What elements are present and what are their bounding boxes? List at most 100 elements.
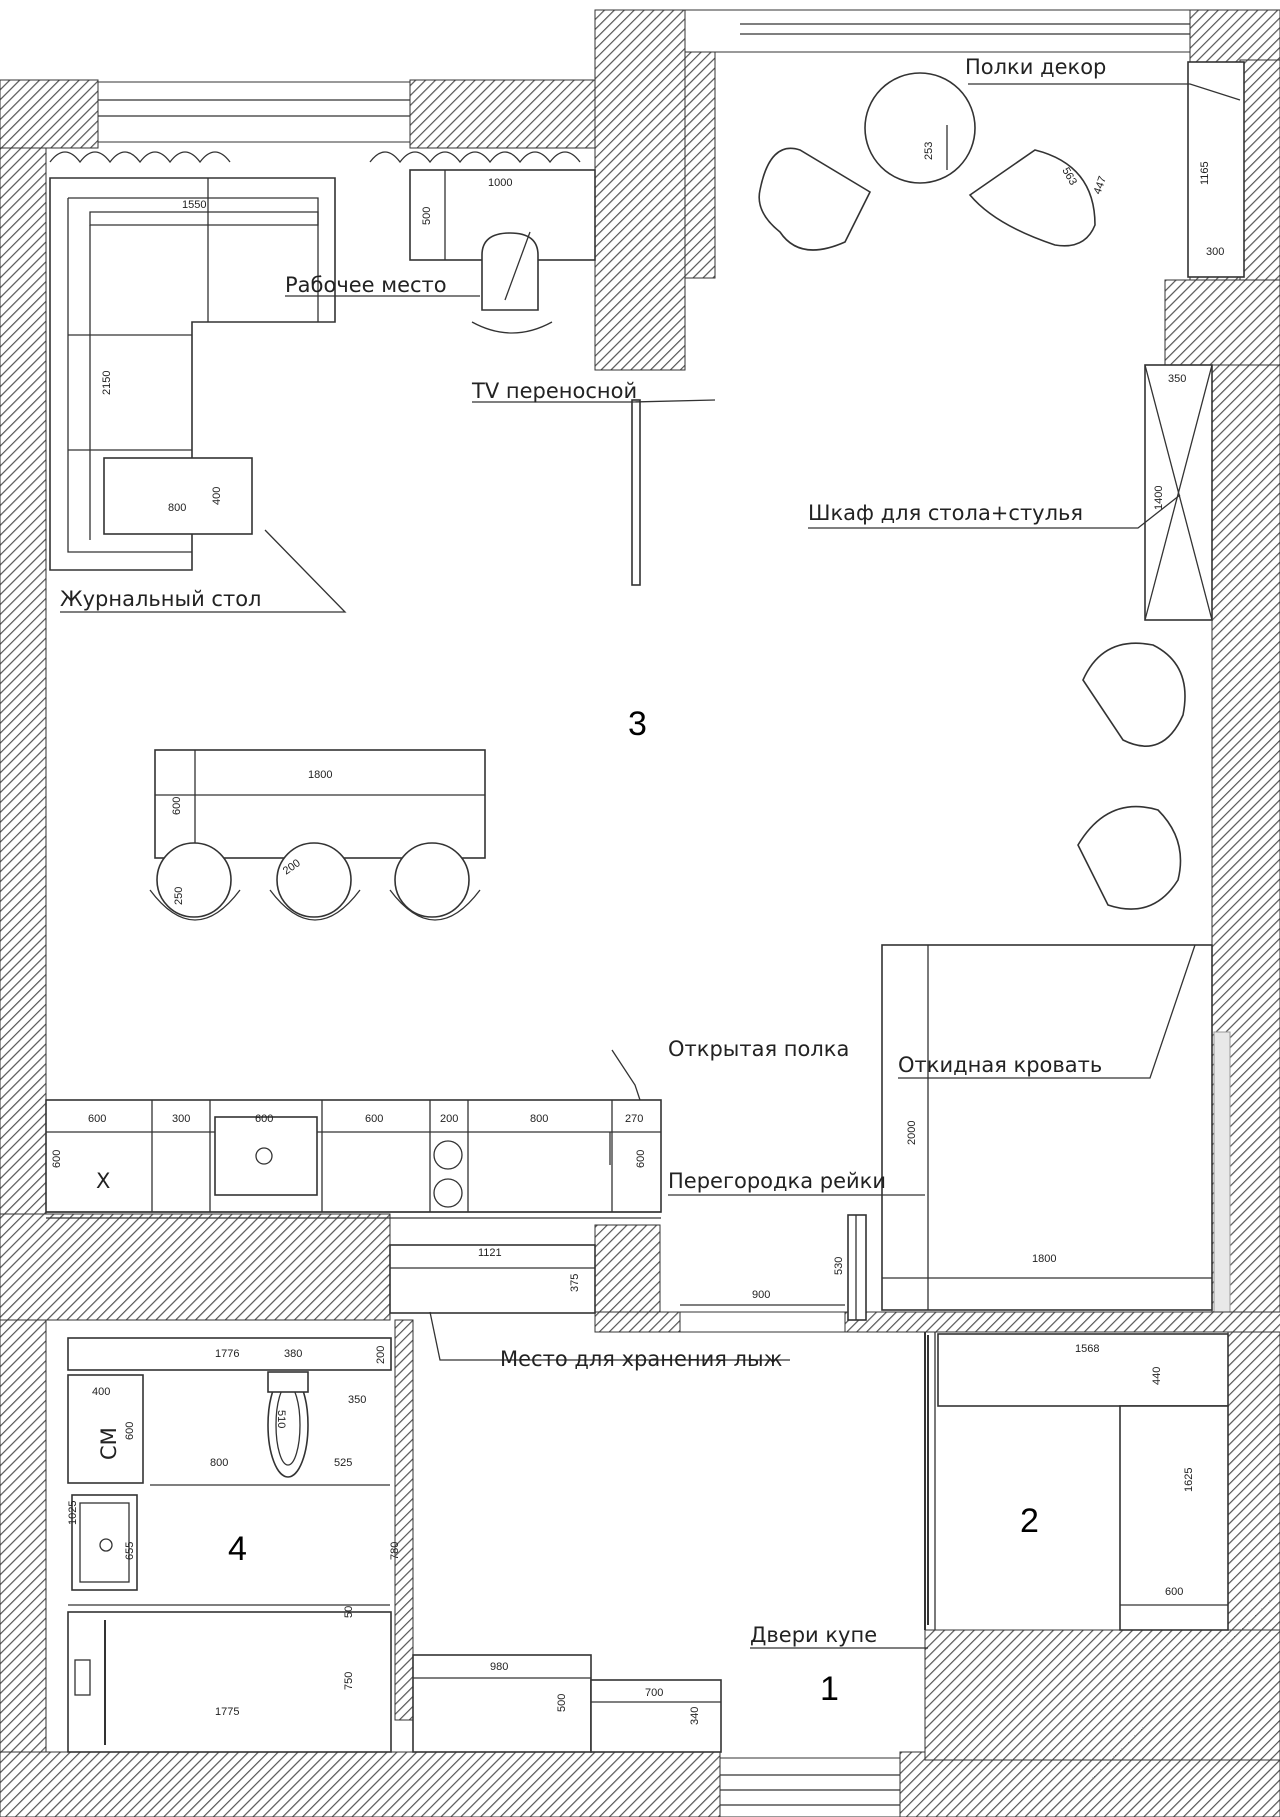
bath-toilet-width: 380 (284, 1348, 302, 1360)
room-number-3: 3 (628, 705, 647, 743)
kitchen-dim-3: 600 (255, 1113, 273, 1125)
tv-portable (631, 399, 641, 586)
kitchen-sink (214, 1116, 318, 1196)
label-wardrobe: Шкаф для стола+стулья (808, 501, 1083, 525)
wall-bottom-left (0, 1751, 721, 1817)
coffee-table-width: 800 (168, 502, 186, 514)
bed2-440: 440 (1151, 1367, 1163, 1385)
kitchen-depth-left: 600 (51, 1150, 63, 1168)
kitchen-dim-6: 800 (530, 1113, 548, 1125)
label-open-shelf: Открытая полка (668, 1037, 849, 1061)
bath-780: 780 (389, 1542, 401, 1560)
bar-stools (149, 842, 481, 921)
wall-top-mid (409, 79, 596, 149)
chair-wall-2 (1077, 805, 1182, 910)
wall-projection-inner (684, 47, 716, 279)
room-number-4: 4 (228, 1530, 247, 1568)
window-top-left (97, 81, 411, 143)
label-rail-partition: Перегородка рейки (668, 1169, 886, 1193)
chair-top-right (968, 149, 1096, 247)
entrance-door (719, 1757, 901, 1817)
bar-counter (154, 749, 486, 859)
sofa-width: 1550 (182, 199, 206, 211)
sink-drain (255, 1147, 273, 1165)
wall-right-upper (1239, 59, 1280, 296)
hob-burner-2 (433, 1178, 463, 1208)
bar-stool-2 (276, 842, 352, 918)
bar-stool-1 (156, 842, 232, 918)
wall-left (0, 79, 47, 1817)
wall-bath-right (394, 1319, 414, 1721)
kitchen-dim-7: 270 (625, 1113, 643, 1125)
label-workplace: Рабочее место (285, 273, 447, 297)
bath-wm-height: 600 (124, 1422, 136, 1440)
bath-350: 350 (348, 1394, 366, 1406)
decor-shelves (1187, 61, 1245, 278)
chair-size-b: 447 (1092, 175, 1110, 196)
kitchen-dim-5: 200 (440, 1113, 458, 1125)
bedroom-furniture (937, 1333, 1229, 1631)
coffee-table (103, 457, 253, 535)
ski-depth: 375 (569, 1274, 581, 1292)
label-tv: TV переносной (471, 379, 637, 403)
folding-bed (881, 944, 1213, 1311)
bath-800: 800 (210, 1457, 228, 1469)
label-sliding-doors: Двери купе (750, 1623, 877, 1647)
bar-stool-3 (394, 842, 470, 918)
ski-width: 1121 (478, 1247, 502, 1259)
sofa-length: 2150 (101, 371, 113, 395)
partition-height: 530 (833, 1257, 845, 1275)
bar-width: 1800 (308, 769, 332, 781)
label-ski-storage: Место для хранения лыж (500, 1347, 783, 1371)
bath-525: 525 (334, 1457, 352, 1469)
hall-340: 340 (689, 1707, 701, 1725)
bath-top-shelf (67, 1337, 392, 1371)
label-shelves-decor: Полки декор (965, 55, 1106, 79)
walls (0, 9, 1280, 1817)
bed-width: 1800 (1032, 1253, 1056, 1265)
curtains (49, 151, 581, 164)
desk-width: 1000 (488, 177, 512, 189)
opening-width: 900 (752, 1289, 770, 1301)
wall-bedroom-bottom (924, 1629, 1280, 1761)
round-table-size: 253 (923, 142, 935, 160)
window-top-right (684, 9, 1191, 53)
bath-tub-length: 1775 (215, 1706, 239, 1718)
wall-right-pier (1164, 279, 1280, 366)
bar-depth: 600 (171, 797, 183, 815)
chair-top-left (758, 147, 872, 251)
washing-machine (67, 1374, 144, 1484)
bed2-1625: 1625 (1183, 1468, 1195, 1492)
bathroom-fixtures (67, 1337, 392, 1753)
hall-980: 980 (490, 1661, 508, 1673)
bath-50: 50 (343, 1606, 355, 1618)
kitchen-dim-1: 600 (88, 1113, 106, 1125)
wash-basin (71, 1494, 138, 1591)
hall-bench (590, 1679, 722, 1753)
washer-marker: CM (97, 1427, 121, 1460)
office-chair (471, 231, 553, 334)
bed2-width: 1568 (1075, 1343, 1099, 1355)
bath-bidet: 510 (275, 1410, 287, 1428)
hallway-furniture (412, 1654, 722, 1753)
bath-655: 655 (124, 1542, 136, 1560)
hall-500: 500 (556, 1694, 568, 1712)
coffee-table-depth: 400 (211, 487, 223, 505)
stool-size-a: 250 (173, 887, 185, 905)
ski-storage (389, 1244, 596, 1314)
rail-partition (847, 1214, 867, 1321)
bedroom-wardrobe (937, 1333, 1229, 1407)
label-folding-bed: Откидная кровать (898, 1053, 1102, 1077)
wall-mid-left (0, 1213, 391, 1321)
wardrobe-depth: 350 (1168, 373, 1186, 385)
room-number-1: 1 (820, 1670, 839, 1708)
shelves-height: 1165 (1199, 161, 1211, 185)
hall-700: 700 (645, 1687, 663, 1699)
bath-1025: 1025 (67, 1501, 79, 1525)
shelves-depth: 300 (1206, 246, 1224, 258)
chair-wall-1 (1082, 642, 1186, 747)
kitchen-depth-right: 600 (635, 1150, 647, 1168)
room-number-2: 2 (1020, 1502, 1039, 1540)
kitchen-dim-4: 600 (365, 1113, 383, 1125)
